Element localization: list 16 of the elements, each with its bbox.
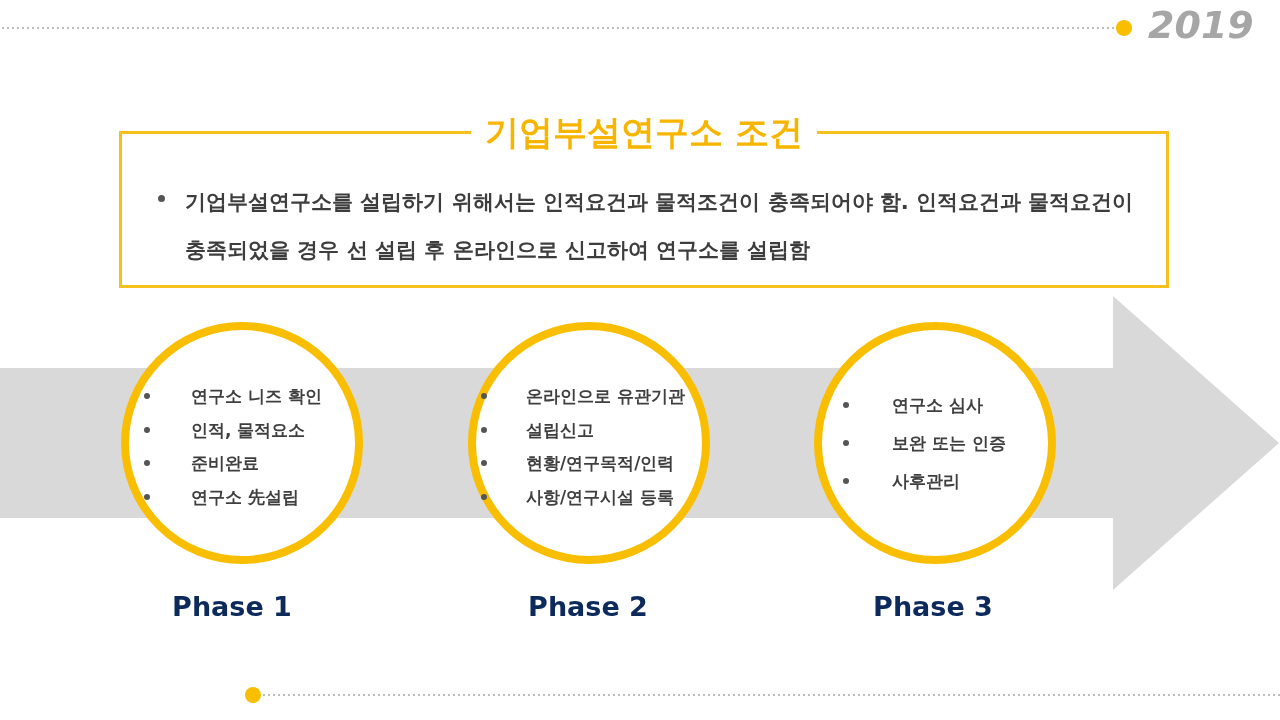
list-item: 연구소 니즈 확인 — [191, 385, 322, 408]
list-item: 보완 또는 인증 — [892, 432, 1006, 455]
list-item: 준비완료 — [191, 452, 259, 475]
phase-label: Phase 1 — [172, 590, 292, 624]
list-item: 사후관리 — [892, 470, 960, 493]
list-item: 연구소 先설립 — [191, 485, 299, 509]
list-item: 인적, 물적요소 — [191, 418, 306, 442]
phase-label: Phase 3 — [873, 590, 993, 624]
list-item: 사항/연구시설 등록 — [526, 485, 675, 509]
phase-label: Phase 2 — [528, 590, 648, 624]
description-text: 기업부설연구소를 설립하기 위해서는 인적요건과 물적조건이 충족되어야 함. 인적요건과 물적요건이 충족되었을 경우 선 설립 후 온라인으로 신고하여 연구소를 설립함 — [185, 189, 1135, 264]
list-item: 현황/연구목적/인력 — [526, 452, 675, 475]
list-item: 설립신고 — [526, 418, 594, 442]
list-item: 연구소 심사 — [892, 394, 983, 417]
year-label: 2019 — [1148, 2, 1254, 48]
list-item: 온라인으로 유관기관 — [526, 385, 685, 408]
